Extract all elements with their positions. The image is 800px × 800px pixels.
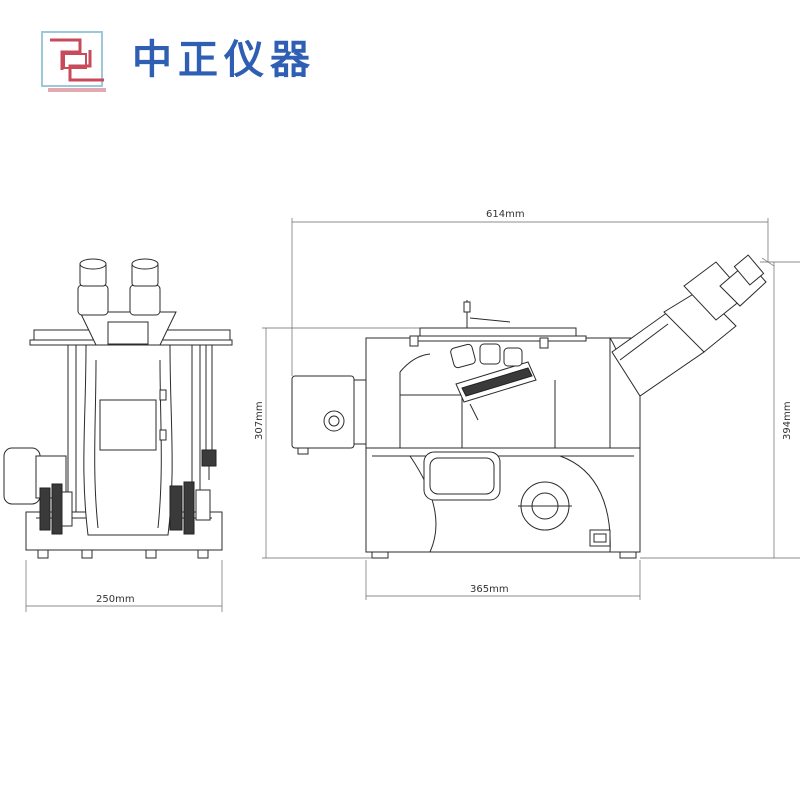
total-height-label: 394mm xyxy=(782,401,793,440)
stage-height-label: 307mm xyxy=(254,401,265,440)
side-view: 365mm 614mm 307mm 394mm xyxy=(254,209,800,600)
brand-name: 中正仪器 xyxy=(132,37,316,83)
focus-knob-left-icon xyxy=(39,483,73,535)
brand-logo-icon xyxy=(41,31,106,92)
objective-turret-icon xyxy=(450,343,537,421)
total-length-label: 614mm xyxy=(486,209,525,220)
side-base-length-label: 365mm xyxy=(470,584,509,595)
front-width-label: 250mm xyxy=(96,594,135,605)
binocular-tube-icon xyxy=(611,254,767,397)
focus-knob-right-icon xyxy=(169,481,211,535)
front-view: 250mm xyxy=(3,258,233,612)
side-focus-knob-icon xyxy=(518,481,572,531)
